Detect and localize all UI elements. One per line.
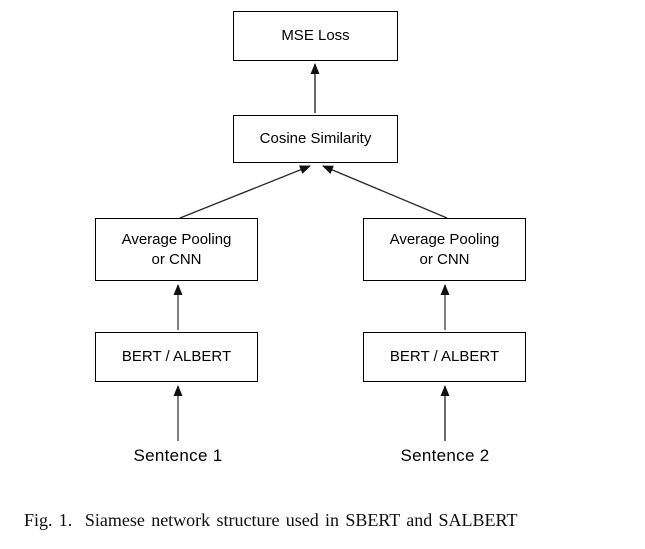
node-cosine-similarity: Cosine Similarity [233, 115, 398, 163]
node-avg-pooling-left: Average Pooling or CNN [95, 218, 258, 281]
node-bert-albert-left: BERT / ALBERT [95, 332, 258, 382]
node-mse-loss: MSE Loss [233, 11, 398, 61]
node-bert-albert-right-label: BERT / ALBERT [389, 348, 500, 366]
node-avg-pooling-left-label: Average Pooling or CNN [121, 231, 232, 268]
sentence1-label: Sentence 1 [133, 446, 223, 465]
sentence2-label: Sentence 2 [400, 446, 490, 465]
figure-caption: Fig. 1. Siamese network structure used i… [24, 510, 518, 530]
arrow-avgpool-right-to-cosine [322, 165, 448, 219]
node-avg-pooling-right-label: Average Pooling or CNN [389, 231, 500, 268]
arrow-avgpool-left-to-cosine [179, 165, 311, 219]
node-mse-loss-label: MSE Loss [281, 27, 350, 45]
node-bert-albert-left-label: BERT / ALBERT [121, 348, 232, 366]
node-cosine-similarity-label: Cosine Similarity [259, 130, 372, 148]
node-avg-pooling-right: Average Pooling or CNN [363, 218, 526, 281]
node-bert-albert-right: BERT / ALBERT [363, 332, 526, 382]
